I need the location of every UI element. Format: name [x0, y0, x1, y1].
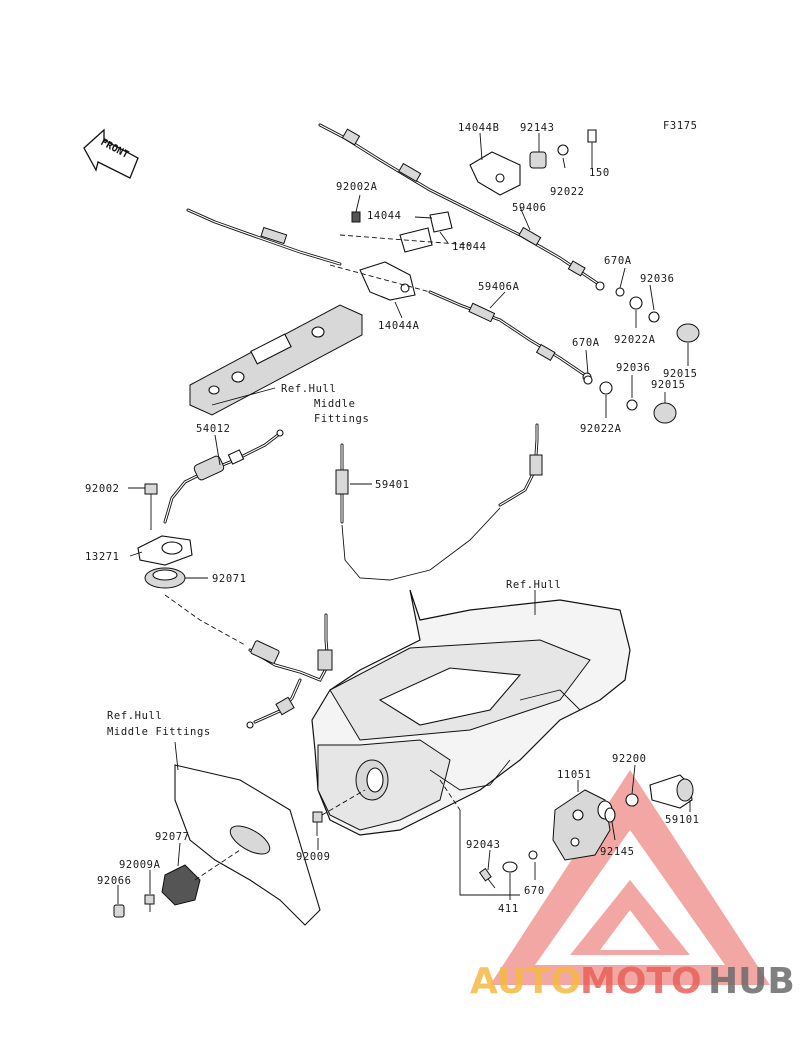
grommet-assembly — [137, 483, 193, 589]
label-670A-bot: 670A — [572, 337, 600, 349]
watermark-auto: AUTO — [470, 961, 581, 1002]
label-13271: 13271 — [85, 551, 120, 563]
label-ref-hull-middle-1: Ref.Hull — [281, 383, 336, 395]
label-92009: 92009 — [296, 851, 331, 863]
label-92002: 92002 — [85, 483, 120, 495]
hull-fittings-plate — [174, 764, 321, 926]
bracket-14044B — [469, 129, 597, 196]
watermark-moto: MOTO — [580, 961, 702, 1002]
label-92036-bot: 92036 — [616, 362, 651, 374]
label-59406A: 59406A — [478, 281, 520, 293]
label-92015-top: 92015 — [663, 368, 698, 380]
label-ref-hull: Ref.Hull — [506, 579, 561, 591]
label-92043: 92043 — [466, 839, 501, 851]
leader-lines — [117, 132, 691, 904]
label-14044-b: 14044 — [452, 241, 487, 253]
watermark-logo — [490, 770, 770, 985]
label-92036-top: 92036 — [640, 273, 675, 285]
label-92002A: 92002A — [336, 181, 378, 193]
label-92145: 92145 — [600, 846, 635, 858]
screws-lower — [113, 789, 366, 918]
label-59406: 59406 — [512, 202, 547, 214]
label-92071: 92071 — [212, 573, 247, 585]
label-411: 411 — [498, 903, 519, 915]
cable-59401 — [335, 423, 543, 581]
label-11051: 11051 — [557, 769, 592, 781]
label-ref-hull-middle2-2: Middle Fittings — [107, 726, 211, 738]
label-59401: 59401 — [375, 479, 410, 491]
label-92066: 92066 — [97, 875, 132, 887]
cable-lower-left — [246, 613, 333, 729]
figure-code: F3175 — [663, 120, 698, 132]
front-arrow-icon: FRONT — [83, 128, 139, 179]
fasteners-right — [583, 287, 700, 424]
label-92015-bot: 92015 — [651, 379, 686, 391]
label-92022A-bot: 92022A — [580, 423, 622, 435]
watermark-hub: HUB — [708, 961, 795, 1002]
cable-54012 — [163, 429, 284, 524]
watermark-text: AUTO MOTO HUB — [470, 961, 795, 1002]
label-54012: 54012 — [196, 423, 231, 435]
label-150: 150 — [589, 167, 610, 179]
bolts-center — [439, 779, 538, 896]
cap-92077 — [161, 849, 241, 906]
label-92022A-top: 92022A — [614, 334, 656, 346]
pump-assembly — [552, 774, 694, 861]
label-14044-a: 14044 — [367, 210, 402, 222]
hull-body — [311, 589, 631, 836]
label-ref-hull-middle-3: Fittings — [314, 413, 369, 425]
label-92009A: 92009A — [119, 859, 161, 871]
label-92077: 92077 — [155, 831, 190, 843]
label-670A-top: 670A — [604, 255, 632, 267]
label-14044B: 14044B — [458, 122, 500, 134]
part-labels: 14044B 92143 150 92022 59406 92002A 1404… — [85, 122, 700, 915]
label-ref-hull-middle2-1: Ref.Hull — [107, 710, 162, 722]
label-670: 670 — [524, 885, 545, 897]
label-92143: 92143 — [520, 122, 555, 134]
cable-59406 — [318, 123, 605, 291]
label-92022-top: 92022 — [550, 186, 585, 198]
cable-59406A — [186, 208, 592, 382]
mounting-plate — [189, 304, 363, 416]
label-ref-hull-middle-2: Middle — [314, 398, 356, 410]
bracket-14044 — [351, 211, 453, 301]
label-59101: 59101 — [665, 814, 700, 826]
label-14044A: 14044A — [378, 320, 420, 332]
label-92200: 92200 — [612, 753, 647, 765]
